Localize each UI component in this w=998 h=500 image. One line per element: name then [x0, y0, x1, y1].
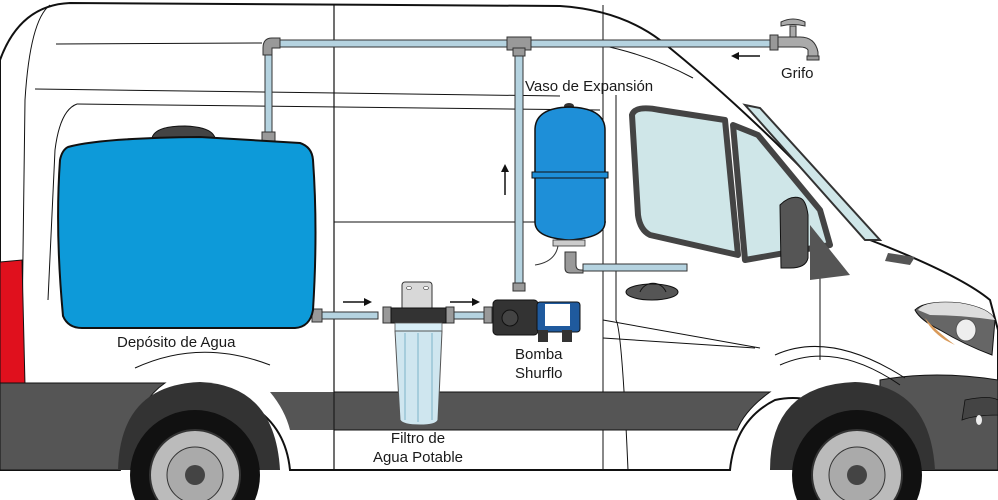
- label-water-filter: Filtro de Agua Potable: [362, 429, 474, 467]
- label-pump-line2: Shurflo: [515, 365, 563, 382]
- label-water-filter-line2: Agua Potable: [372, 449, 464, 466]
- flow-arrows: [343, 52, 760, 306]
- water-tank: [57, 125, 317, 329]
- arrow-left-icon: [731, 52, 760, 60]
- label-pump: Bomba Shurflo: [515, 345, 563, 383]
- headlight: [914, 301, 996, 356]
- pump: [492, 299, 581, 342]
- label-pump-line1: Bomba: [515, 346, 563, 363]
- label-water-tank: Depósito de Agua: [117, 334, 236, 351]
- water-filter: [390, 281, 447, 426]
- front-windows: [629, 103, 883, 280]
- expansion-vessel: [531, 103, 609, 266]
- front-wheel: [770, 382, 935, 500]
- arrow-up-icon: [501, 164, 509, 195]
- arrow-right-icon: [450, 298, 480, 306]
- pipes: [261, 36, 774, 324]
- label-expansion-vessel: Vaso de Expansión: [525, 78, 654, 95]
- side-vent: [885, 253, 915, 265]
- faucet-icon: [769, 18, 820, 61]
- label-water-filter-line1: Filtro de: [390, 430, 446, 447]
- rear-wheel: [118, 382, 280, 500]
- van-body: [0, 1, 998, 471]
- label-faucet: Grifo: [781, 65, 814, 82]
- arrow-right-icon: [343, 298, 372, 306]
